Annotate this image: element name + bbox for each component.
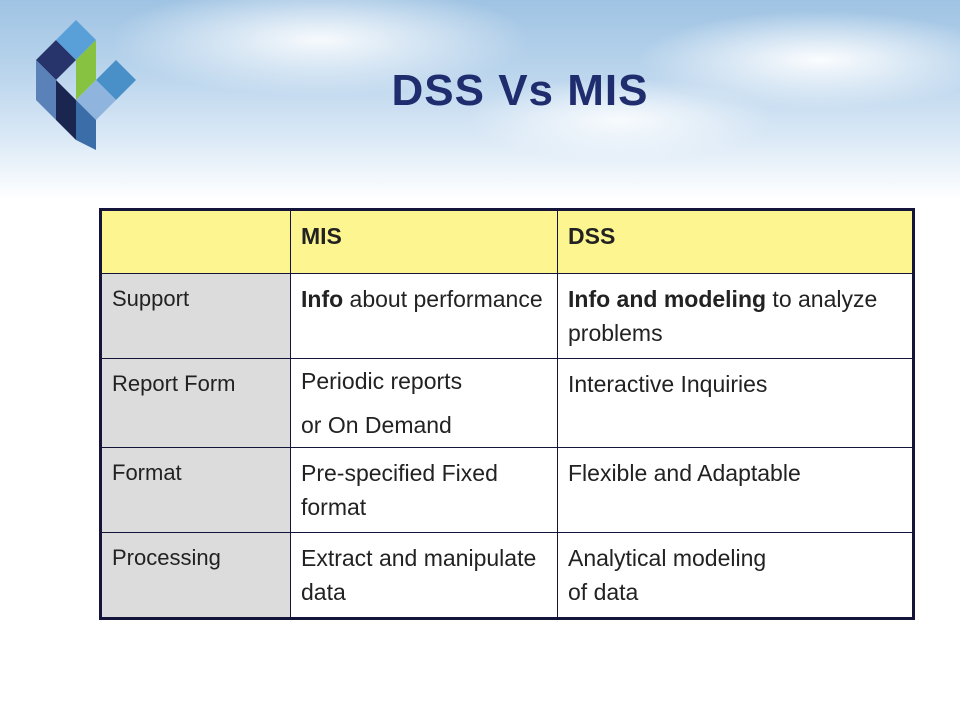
cell-mis-report-form: Periodic reports or On Demand — [290, 358, 558, 448]
geometric-cube-logo-icon — [36, 20, 136, 150]
header-cell-mis: MIS — [290, 209, 558, 274]
cell-line: Analytical modeling — [568, 545, 767, 571]
cell-line: Periodic reports — [301, 368, 463, 394]
table-row: Report Form Periodic reports or On Deman… — [100, 358, 914, 448]
slide-title: DSS Vs MIS — [391, 66, 649, 115]
sky-background — [0, 0, 960, 200]
cell-text: about performance — [343, 286, 543, 312]
cell-line: or On Demand — [301, 412, 452, 438]
row-label-report-form: Report Form — [100, 358, 291, 448]
cell-text: to analyze problems — [568, 286, 878, 346]
cell-mis-support: Info about performance — [290, 273, 558, 359]
table-header-row: MIS DSS — [100, 209, 914, 274]
row-label-processing: Processing — [100, 532, 291, 619]
row-label-format: Format — [100, 447, 291, 533]
row-label-support: Support — [100, 273, 291, 359]
cell-dss-format: Flexible and Adaptable — [557, 447, 914, 533]
header-cell-dss: DSS — [557, 209, 914, 274]
cell-mis-processing: Extract and manipulate data — [290, 532, 558, 619]
cell-line: of data — [568, 579, 639, 605]
cell-dss-report-form: Interactive Inquiries — [557, 358, 914, 448]
cell-mis-format: Pre-specified Fixed format — [290, 447, 558, 533]
table-row: Support Info about performance Info and … — [100, 273, 914, 359]
cell-dss-processing: Analytical modeling of data — [557, 532, 914, 619]
bold-text: Info and modeling — [568, 286, 767, 312]
comparison-table: MIS DSS Support Info about performance I… — [99, 208, 915, 620]
header-cell-empty — [100, 209, 291, 274]
cell-dss-support: Info and modeling to analyze problems — [557, 273, 914, 359]
table-row: Processing Extract and manipulate data A… — [100, 532, 914, 619]
bold-text: Info — [301, 286, 344, 312]
table-row: Format Pre-specified Fixed format Flexib… — [100, 447, 914, 533]
